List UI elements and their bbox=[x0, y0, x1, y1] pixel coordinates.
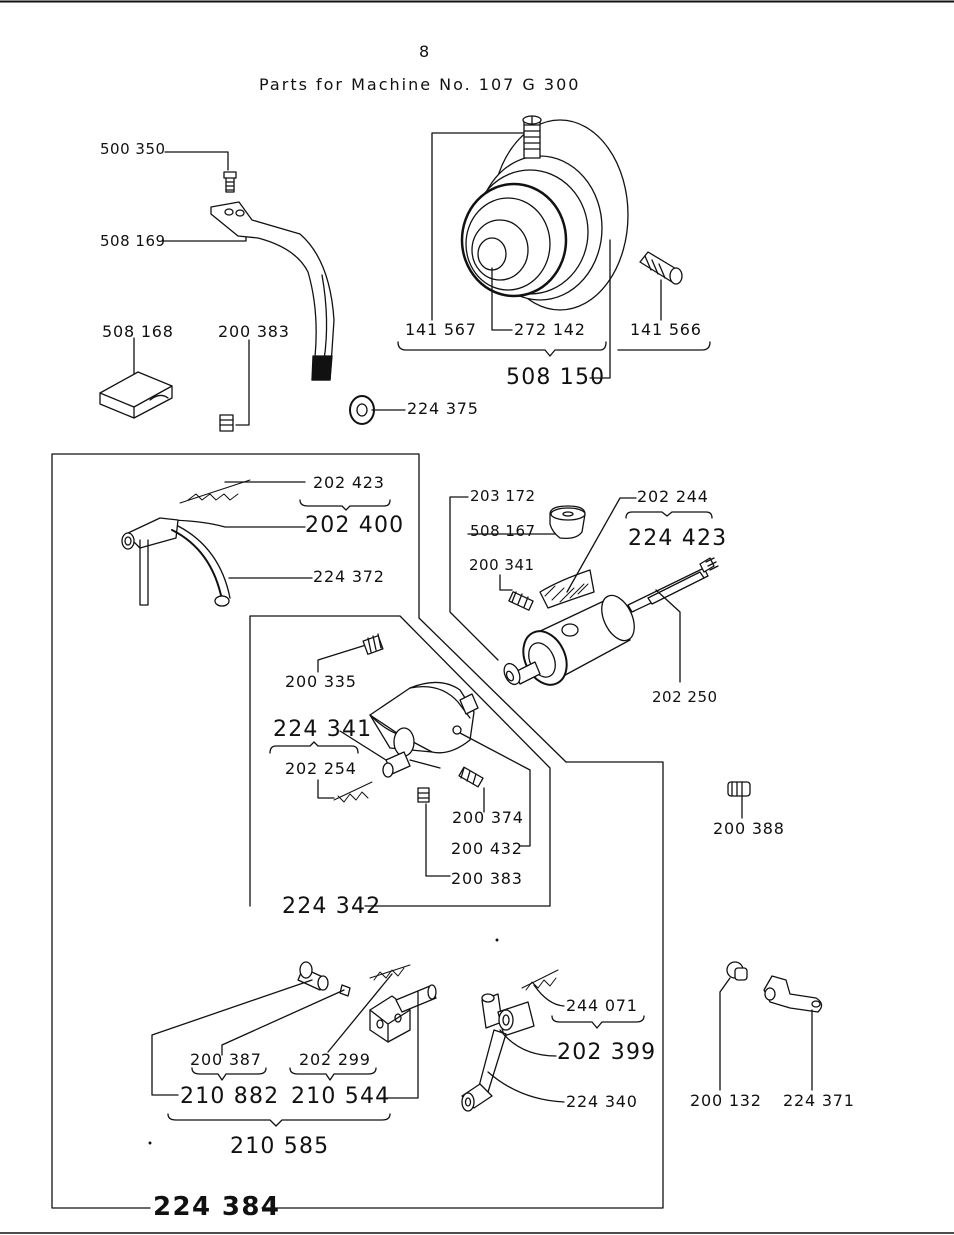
label-202-244: 202 244 bbox=[637, 487, 709, 506]
label-210-882: 210 882 bbox=[180, 1084, 280, 1109]
label-272-142: 272 142 bbox=[514, 320, 586, 339]
label-203-172: 203 172 bbox=[470, 487, 536, 505]
label-210-544: 210 544 bbox=[291, 1084, 391, 1109]
label-200-432: 200 432 bbox=[451, 839, 523, 858]
label-141-567: 141 567 bbox=[405, 320, 477, 339]
label-224-342: 224 342 bbox=[282, 894, 382, 919]
label-200-132: 200 132 bbox=[690, 1091, 762, 1110]
label-200-335: 200 335 bbox=[285, 672, 357, 691]
label-200-383-top: 200 383 bbox=[218, 322, 290, 341]
label-508-150: 508 150 bbox=[506, 365, 606, 390]
label-244-071: 244 071 bbox=[566, 996, 638, 1015]
label-224-384: 224 384 bbox=[153, 1192, 281, 1222]
page-title: Parts for Machine No. 107 G 300 bbox=[259, 75, 581, 94]
label-224-423: 224 423 bbox=[628, 526, 728, 551]
label-508-167: 508 167 bbox=[470, 522, 536, 540]
label-200-383-inner: 200 383 bbox=[451, 869, 523, 888]
label-224-372: 224 372 bbox=[313, 567, 385, 586]
label-202-250: 202 250 bbox=[652, 688, 718, 706]
label-200-341: 200 341 bbox=[469, 556, 535, 574]
label-500-350: 500 350 bbox=[100, 140, 166, 158]
label-508-168: 508 168 bbox=[102, 322, 174, 341]
label-200-388: 200 388 bbox=[713, 819, 785, 838]
label-202-299: 202 299 bbox=[299, 1050, 371, 1069]
label-202-254: 202 254 bbox=[285, 759, 357, 778]
page-number: 8 bbox=[419, 42, 430, 61]
label-202-423: 202 423 bbox=[313, 473, 385, 492]
label-224-341: 224 341 bbox=[273, 717, 373, 742]
label-224-340: 224 340 bbox=[566, 1092, 638, 1111]
label-200-387: 200 387 bbox=[190, 1050, 262, 1069]
label-200-374: 200 374 bbox=[452, 808, 524, 827]
label-202-400: 202 400 bbox=[305, 513, 405, 538]
label-202-399: 202 399 bbox=[557, 1040, 657, 1065]
label-224-375: 224 375 bbox=[407, 399, 479, 418]
label-224-371: 224 371 bbox=[783, 1091, 855, 1110]
label-141-566: 141 566 bbox=[630, 320, 702, 339]
label-508-169: 508 169 bbox=[100, 232, 166, 250]
label-210-585: 210 585 bbox=[230, 1134, 330, 1159]
